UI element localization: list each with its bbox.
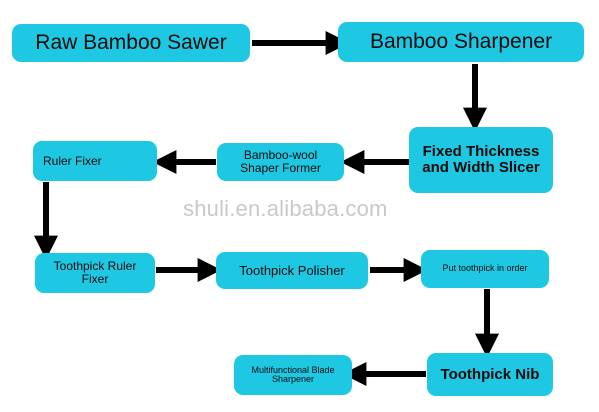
node-label: Toothpick Polisher [239, 262, 345, 278]
node-label: Fixed Thickness and Width Slicer [422, 143, 540, 176]
node-toothpick-nib: Toothpick Nib [427, 353, 553, 396]
node-fixed-thickness-width-slicer: Fixed Thickness and Width Slicer [409, 127, 553, 193]
node-ruler-fixer: Ruler Fixer [33, 141, 157, 181]
node-label: Ruler Fixer [43, 153, 102, 168]
node-label: Raw Bamboo Sawer [35, 30, 227, 54]
node-multifunctional-blade-sharpener: Multifunctional Blade Sharpener [234, 355, 352, 395]
node-toothpick-polisher: Toothpick Polisher [216, 252, 368, 289]
node-label: Toothpick Nib [440, 365, 540, 383]
node-label: Bamboo-wool Shaper Former [240, 148, 321, 175]
node-put-toothpick-in-order: Put toothpick in order [421, 250, 549, 288]
node-label: Multifunctional Blade Sharpener [251, 364, 335, 384]
node-bamboo-sharpener: Bamboo Sharpener [338, 22, 584, 62]
node-bamboo-wool-shaper-former: Bamboo-wool Shaper Former [217, 143, 344, 181]
node-label: Bamboo Sharpener [369, 29, 553, 53]
node-label: Toothpick Ruler Fixer [53, 259, 137, 286]
node-toothpick-ruler-fixer: Toothpick Ruler Fixer [35, 253, 155, 293]
node-label: Put toothpick in order [442, 263, 528, 274]
watermark-text: shuli.en.alibaba.com [183, 196, 388, 221]
node-raw-bamboo-sawer: Raw Bamboo Sawer [12, 24, 250, 62]
